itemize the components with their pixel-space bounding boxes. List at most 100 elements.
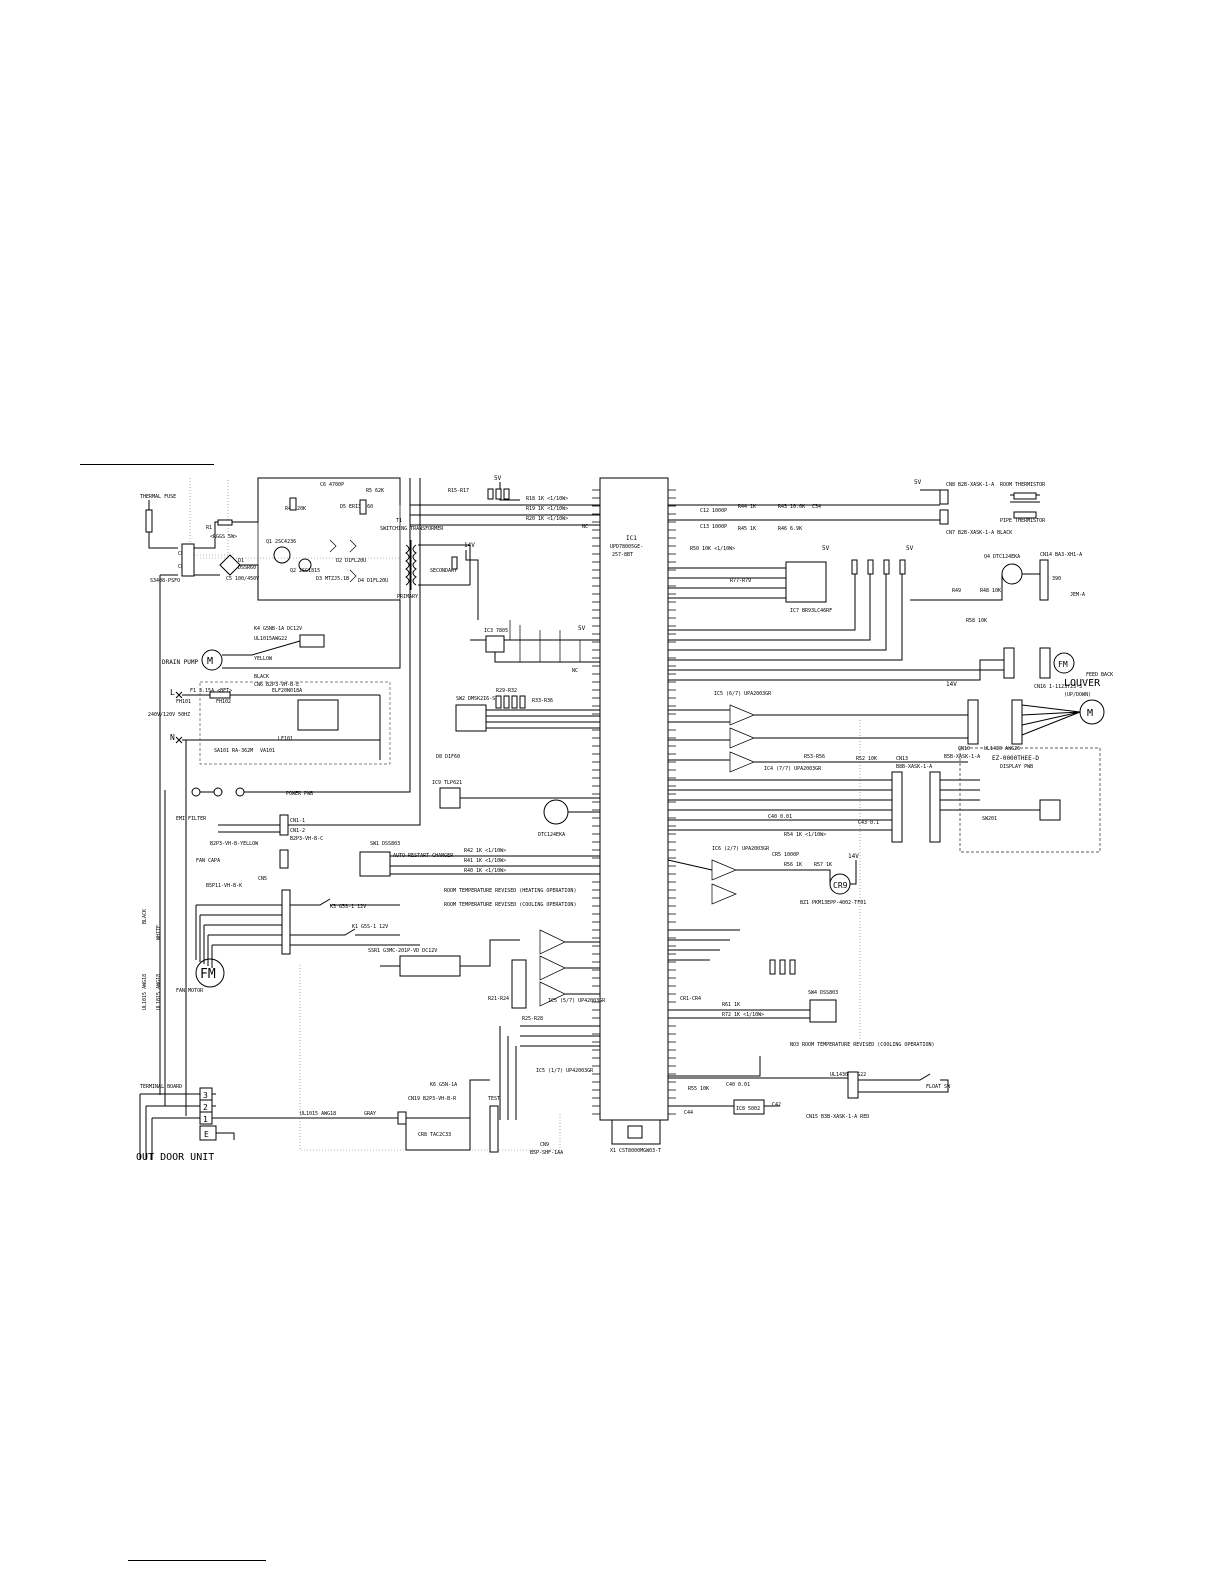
cn6-label: CN6 B2P3-VH-B-E [254, 682, 299, 688]
r1-label: R1 [206, 525, 212, 531]
r18-label: R18 1K <1/10W> [526, 496, 568, 502]
cn13-part-label: B8B-XASK-1-A [896, 764, 932, 770]
r1-symbol [217, 519, 233, 526]
r44-label: R44 1K [738, 504, 756, 510]
cn10-connector [967, 699, 979, 745]
secondary-label: SECONDARY [430, 568, 457, 574]
line-filter [297, 699, 339, 731]
cn13-connector [891, 771, 903, 843]
thermistor-group: 5V CN8 B2B-XASK-1-A ROOM THERMISTOR CN7 … [668, 479, 1046, 536]
c5-label: C5 100/450V [226, 576, 259, 582]
k1-label: K1 G5S-1 12V [352, 924, 388, 930]
primary-label: PRIMARY [397, 594, 418, 600]
fh101-label: FH101 [176, 699, 191, 705]
cn15-connector [847, 1071, 859, 1099]
d8-label: D8 D1F60 [436, 754, 460, 760]
c40-reset-label: C40 0.01 [726, 1082, 750, 1088]
ssr1-group: SSR1 G3MC-201P-VD DC12V [368, 939, 520, 977]
fuse-symbol [209, 691, 231, 699]
cn4-label: B2P3-VH-B-YELLOW [210, 841, 259, 847]
ssr1-label: SSR1 G3MC-201P-VD DC12V [368, 948, 437, 954]
drain-yellow-label: YELLOW [254, 656, 273, 662]
r46-label: R46 6.9K [778, 526, 802, 532]
terminal-board-group: TERMINAL BOARD 3 2 1 UL1015 AWG18 GRAY O… [136, 1084, 398, 1163]
feed-back-fm-label: FM [1058, 660, 1068, 669]
bz-label: CR9 [833, 881, 848, 890]
drain-wire-label: UL1015AWG22 [254, 636, 287, 642]
ic4-label: IC4 (7/7) UPA2003GR [764, 766, 822, 772]
ic3-regulator-group: IC3 7805 5V [470, 620, 600, 663]
cn15-label: CN15 B3B-XASK-1-A RED [806, 1114, 869, 1120]
r54-label: R54 1K <1/10W> [784, 832, 826, 838]
ic8-group: IC8 5002 R55 10K C40 0.01 C44 C42 [668, 1056, 781, 1116]
elf-label: ELF20N018A [272, 688, 302, 694]
ul-wire-label-2: UL1015 AWG18 [156, 974, 162, 1010]
r43-label: R43 10.0K [778, 504, 805, 510]
r58-label: R58 10K [966, 618, 987, 624]
transformer-desc: SWITCHING TRANSFORMER [380, 526, 444, 532]
lf101-label: LF101 [278, 736, 293, 742]
nc-label: NC [582, 524, 588, 530]
power-pwb-label: POWER PWB [286, 791, 313, 797]
feed-back-label: FEED BACK [1086, 672, 1113, 678]
pipe-thermistor-symbol [1013, 511, 1037, 519]
cn-connector-label: S3408-PSFO [150, 578, 180, 584]
fh102-label: FH102 [216, 699, 231, 705]
ic5b-label: IC5 (5/7) UP42003GR [548, 998, 606, 1004]
d5-label: D5 ERI38-60 [340, 504, 373, 510]
q2-transistor [298, 558, 312, 572]
r52-label: R52 10K [856, 756, 877, 762]
q3-transistor [543, 799, 569, 825]
ic8-label: IC8 5002 [736, 1106, 760, 1112]
tb2-label: 2 [203, 1103, 208, 1112]
cn1-2-label: CN1-2 [290, 828, 305, 834]
tb3-label: 3 [203, 1091, 208, 1100]
14v-label: 14V [464, 542, 475, 549]
transformer-group: T1 SWITCHING TRANSFORMER PRIMARY SECONDA… [380, 518, 479, 620]
14v-buzzer-label: 14V [848, 853, 859, 860]
c34-label: C34 [812, 504, 821, 510]
ac-input-group: L N F1 3.15A <BET> FH101 FH102 ELF20N018… [148, 681, 391, 822]
r47-label: R47 390 [1040, 576, 1061, 582]
r42-label: R42 1K <1/10W> [464, 848, 506, 854]
jem-a-label: JEM-A [1070, 592, 1085, 598]
d4-label: D4 D1FL20U [358, 578, 388, 584]
cn10-part-label: B5B-XASK-1-A [944, 754, 980, 760]
cr5-label: CR5 1000P [772, 852, 799, 858]
5v-ic3-label: 5V [578, 625, 586, 632]
ic1-box [599, 477, 669, 1121]
louver-driver-group: IC5 (6/7) UPA2003GR IC4 (7/7) UPA2003GR [668, 691, 968, 773]
r33-r36-label: R33-R36 [532, 698, 553, 704]
sw4-group: CR1-CR4 SW4 DSS803 R61 1K R72 1K <1/10W>… [668, 929, 935, 1048]
room-temp-cool-label: ROOM TEMPERATURE REVISED (COOLING OPERAT… [444, 902, 576, 908]
ic7-label: IC7 BR93LC46RF [790, 608, 832, 614]
q1-label: Q1 2SC4236 [266, 539, 296, 545]
ic3-label: IC3 7805 [484, 628, 508, 634]
r48-label: R48 10K [980, 588, 1001, 594]
r49-label: R49 [952, 588, 961, 594]
emi-filter-label: EMI FILTER [176, 816, 207, 822]
va101-label: VA101 [260, 748, 275, 754]
x1-group: X1 CST8000MGW03-T [610, 1119, 661, 1154]
r55-label: R55 10K [688, 1086, 709, 1092]
cn7-label: CN7 B2B-XASK-1-A BLACK [946, 530, 1012, 536]
r41-label: R41 1K <1/10W> [464, 858, 506, 864]
cn5-label: CN5 [258, 876, 267, 882]
gray-label: GRAY [364, 1111, 376, 1117]
buzzer-group: IC6 (2/7) UPA2003GR CR5 1000P R56 1K R57… [667, 846, 866, 906]
louver-motor-label: (UP/DOWN) [1064, 692, 1091, 698]
r40-label: R40 1K <1/10W> [464, 868, 506, 874]
r-network-group: 5V [668, 545, 914, 661]
room-thermistor-label: ROOM THERMISTOR [1000, 482, 1046, 488]
test-label: TEST [488, 1096, 500, 1102]
ul-gray-wire-label: UL1015 AWG18 [300, 1111, 336, 1117]
display-pwb-group: R53-R56 R52 10K CN13 B8B-XASK-1-A EZ-000… [668, 747, 1101, 853]
float-switch-group: UL1430 AWG22 CN15 B3B-XASK-1-A RED FLOAT… [668, 1071, 951, 1120]
header-rule [80, 464, 214, 465]
cn1-1-label: CN1-1 [290, 818, 305, 824]
ic3-box [485, 635, 505, 653]
cn16-label: CN16 1-1123723-3 [1034, 684, 1082, 690]
fan-motor-symbol [195, 958, 225, 988]
ic5-relay-box [511, 959, 527, 1009]
q4-transistor [1001, 563, 1023, 585]
